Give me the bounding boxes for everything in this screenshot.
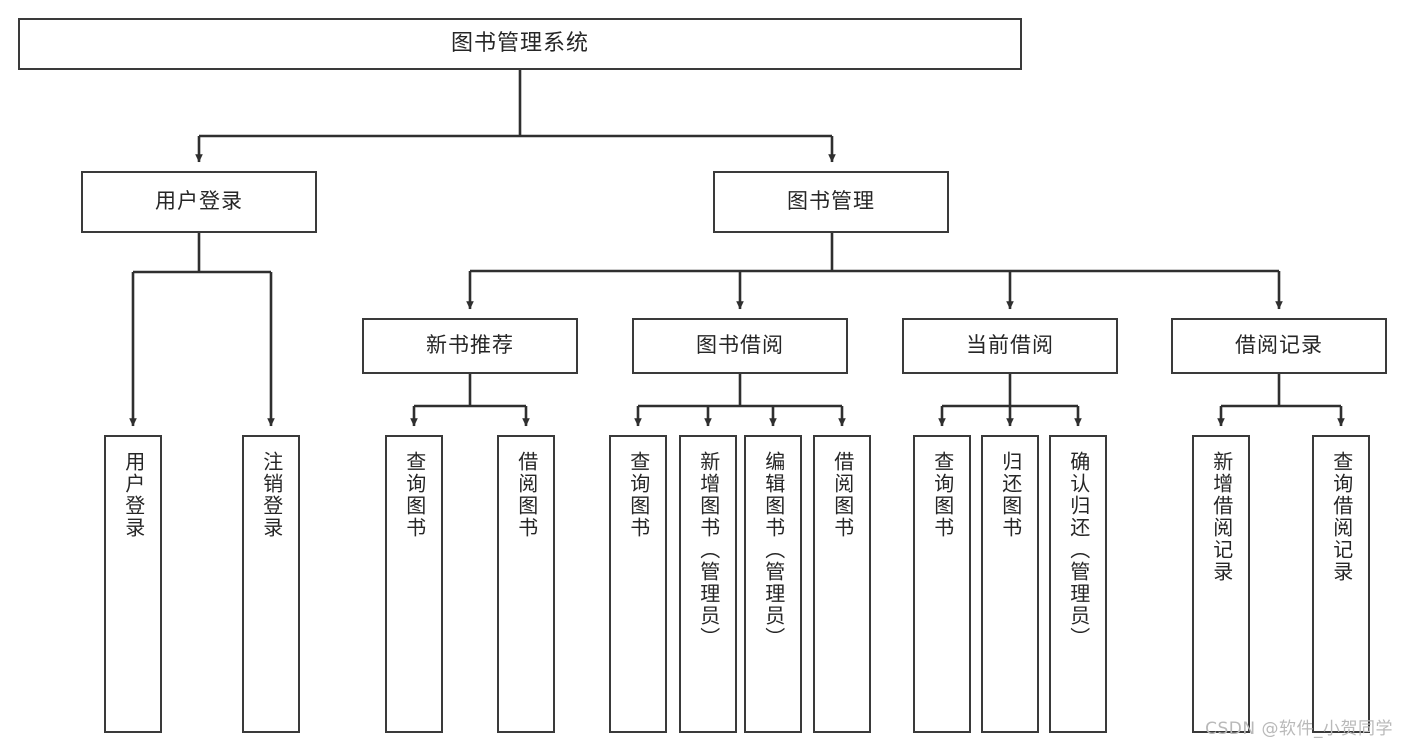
leaf-current-return-book-label: 归还图书 — [998, 451, 1023, 539]
node-book-management[interactable]: 图书管理 — [713, 171, 949, 233]
leaf-user-login-logout-label: 注销登录 — [259, 451, 284, 539]
leaf-record-query-record-label: 查询借阅记录 — [1329, 451, 1354, 583]
node-book-borrow[interactable]: 图书借阅 — [632, 318, 848, 374]
leaf-borrow-borrow-book-label: 借阅图书 — [830, 451, 855, 539]
node-new-book-recommend-label: 新书推荐 — [426, 333, 514, 358]
node-current-borrow[interactable]: 当前借阅 — [902, 318, 1118, 374]
csdn-watermark: CSDN @软件_小贺同学 — [1205, 719, 1393, 739]
leaf-recommend-query-book-label: 查询图书 — [402, 451, 427, 539]
leaf-user-login-logout[interactable]: 注销登录 — [242, 435, 300, 733]
node-user-login[interactable]: 用户登录 — [81, 171, 317, 233]
node-book-borrow-label: 图书借阅 — [696, 333, 784, 358]
leaf-current-confirm-return-label: 确认归还（管理员） — [1066, 451, 1091, 649]
leaf-borrow-query-book[interactable]: 查询图书 — [609, 435, 667, 733]
node-new-book-recommend[interactable]: 新书推荐 — [362, 318, 578, 374]
node-book-management-label: 图书管理 — [787, 189, 875, 214]
leaf-borrow-query-book-label: 查询图书 — [626, 451, 651, 539]
node-root-system[interactable]: 图书管理系统 — [18, 18, 1022, 70]
leaf-borrow-edit-book[interactable]: 编辑图书（管理员） — [744, 435, 802, 733]
leaf-record-add-record[interactable]: 新增借阅记录 — [1192, 435, 1250, 733]
leaf-record-add-record-label: 新增借阅记录 — [1209, 451, 1234, 583]
leaf-borrow-edit-book-label: 编辑图书（管理员） — [761, 451, 786, 649]
leaf-record-query-record[interactable]: 查询借阅记录 — [1312, 435, 1370, 733]
leaf-recommend-query-book[interactable]: 查询图书 — [385, 435, 443, 733]
node-borrow-record[interactable]: 借阅记录 — [1171, 318, 1387, 374]
node-borrow-record-label: 借阅记录 — [1235, 333, 1323, 358]
leaf-user-login-login[interactable]: 用户登录 — [104, 435, 162, 733]
leaf-current-return-book[interactable]: 归还图书 — [981, 435, 1039, 733]
leaf-recommend-borrow-book-label: 借阅图书 — [514, 451, 539, 539]
leaf-borrow-borrow-book[interactable]: 借阅图书 — [813, 435, 871, 733]
leaf-current-query-book-label: 查询图书 — [930, 451, 955, 539]
node-root-system-label: 图书管理系统 — [450, 30, 589, 56]
leaf-borrow-add-book[interactable]: 新增图书（管理员） — [679, 435, 737, 733]
leaf-current-query-book[interactable]: 查询图书 — [913, 435, 971, 733]
leaf-recommend-borrow-book[interactable]: 借阅图书 — [497, 435, 555, 733]
leaf-user-login-login-label: 用户登录 — [121, 451, 146, 539]
leaf-current-confirm-return[interactable]: 确认归还（管理员） — [1049, 435, 1107, 733]
leaf-borrow-add-book-label: 新增图书（管理员） — [696, 451, 721, 649]
node-current-borrow-label: 当前借阅 — [966, 333, 1054, 358]
node-user-login-label: 用户登录 — [155, 189, 243, 214]
